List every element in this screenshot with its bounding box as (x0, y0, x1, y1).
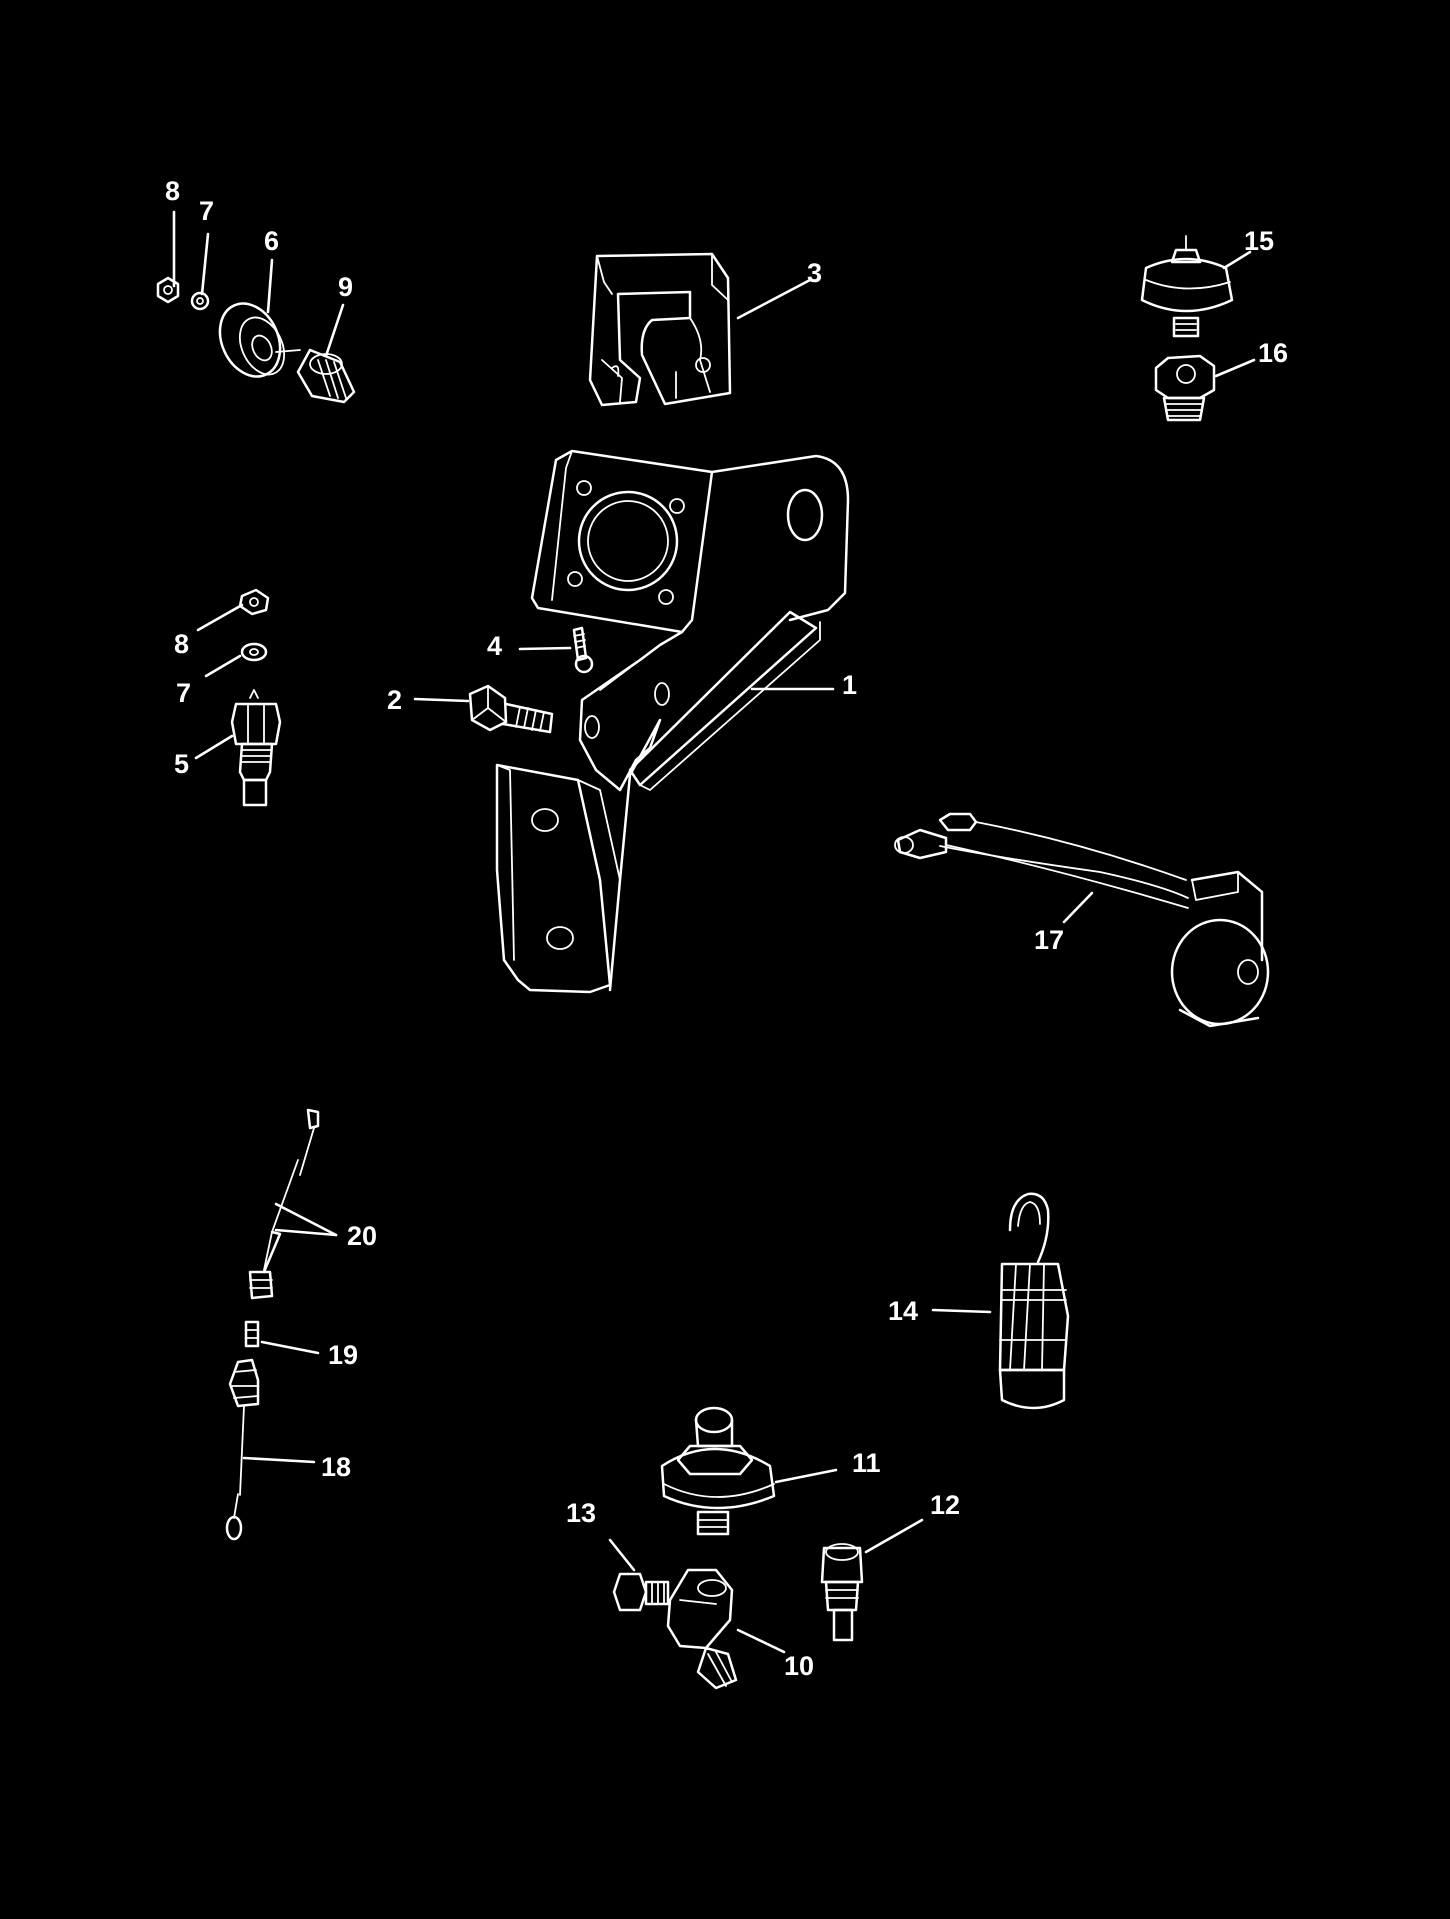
callout-2: 2 (387, 685, 402, 715)
callout-14: 14 (888, 1296, 918, 1326)
callout-13: 13 (566, 1498, 596, 1528)
part-2-hex-bolt (468, 684, 554, 734)
part-19-connector (244, 1320, 260, 1348)
part-9-fitting (296, 348, 356, 404)
part-15-pressure-switch (1140, 235, 1234, 338)
part-14-connector (998, 1192, 1070, 1410)
part-7-washer-mid (240, 642, 268, 662)
callout-5: 5 (174, 749, 189, 779)
part-1-bracket (495, 449, 850, 994)
part-7-washer-top (190, 291, 210, 311)
part-20-wire-leads (248, 1108, 320, 1300)
callout-1: 1 (842, 670, 857, 700)
part-13-plug (612, 1572, 670, 1612)
callout-labels: 8 7 6 9 3 15 16 4 2 1 8 7 5 17 20 19 18 … (165, 176, 1288, 1681)
part-3-clip (588, 252, 732, 407)
callout-20: 20 (347, 1221, 377, 1251)
part-10-elbow (666, 1568, 738, 1690)
leader-lines (172, 210, 1256, 1654)
callout-11: 11 (852, 1448, 881, 1478)
part-8-nut-mid (238, 588, 270, 616)
part-4-screw (572, 626, 594, 674)
part-16-adapter (1154, 354, 1216, 422)
part-18-wire (225, 1358, 260, 1541)
callout-6: 6 (264, 226, 279, 256)
part-8-nut-top (156, 276, 180, 304)
part-11-sensor (660, 1406, 776, 1536)
callout-4: 4 (487, 631, 502, 661)
callout-17: 17 (1034, 925, 1064, 955)
callout-7-top: 7 (199, 196, 214, 226)
callout-8-top: 8 (165, 176, 180, 206)
callout-15: 15 (1244, 226, 1274, 256)
part-12-fitting (820, 1543, 864, 1642)
callout-8-mid: 8 (174, 629, 189, 659)
callout-7-mid: 7 (176, 678, 191, 708)
callout-19: 19 (328, 1340, 358, 1370)
callout-16: 16 (1258, 338, 1288, 368)
callout-10: 10 (784, 1651, 814, 1681)
callout-3: 3 (807, 258, 822, 288)
part-5-switch (230, 689, 282, 807)
part-6-sender (218, 302, 301, 378)
part-17-harness (894, 812, 1270, 1028)
callout-18: 18 (321, 1452, 351, 1482)
callout-9: 9 (338, 272, 353, 302)
callout-12: 12 (930, 1490, 960, 1520)
